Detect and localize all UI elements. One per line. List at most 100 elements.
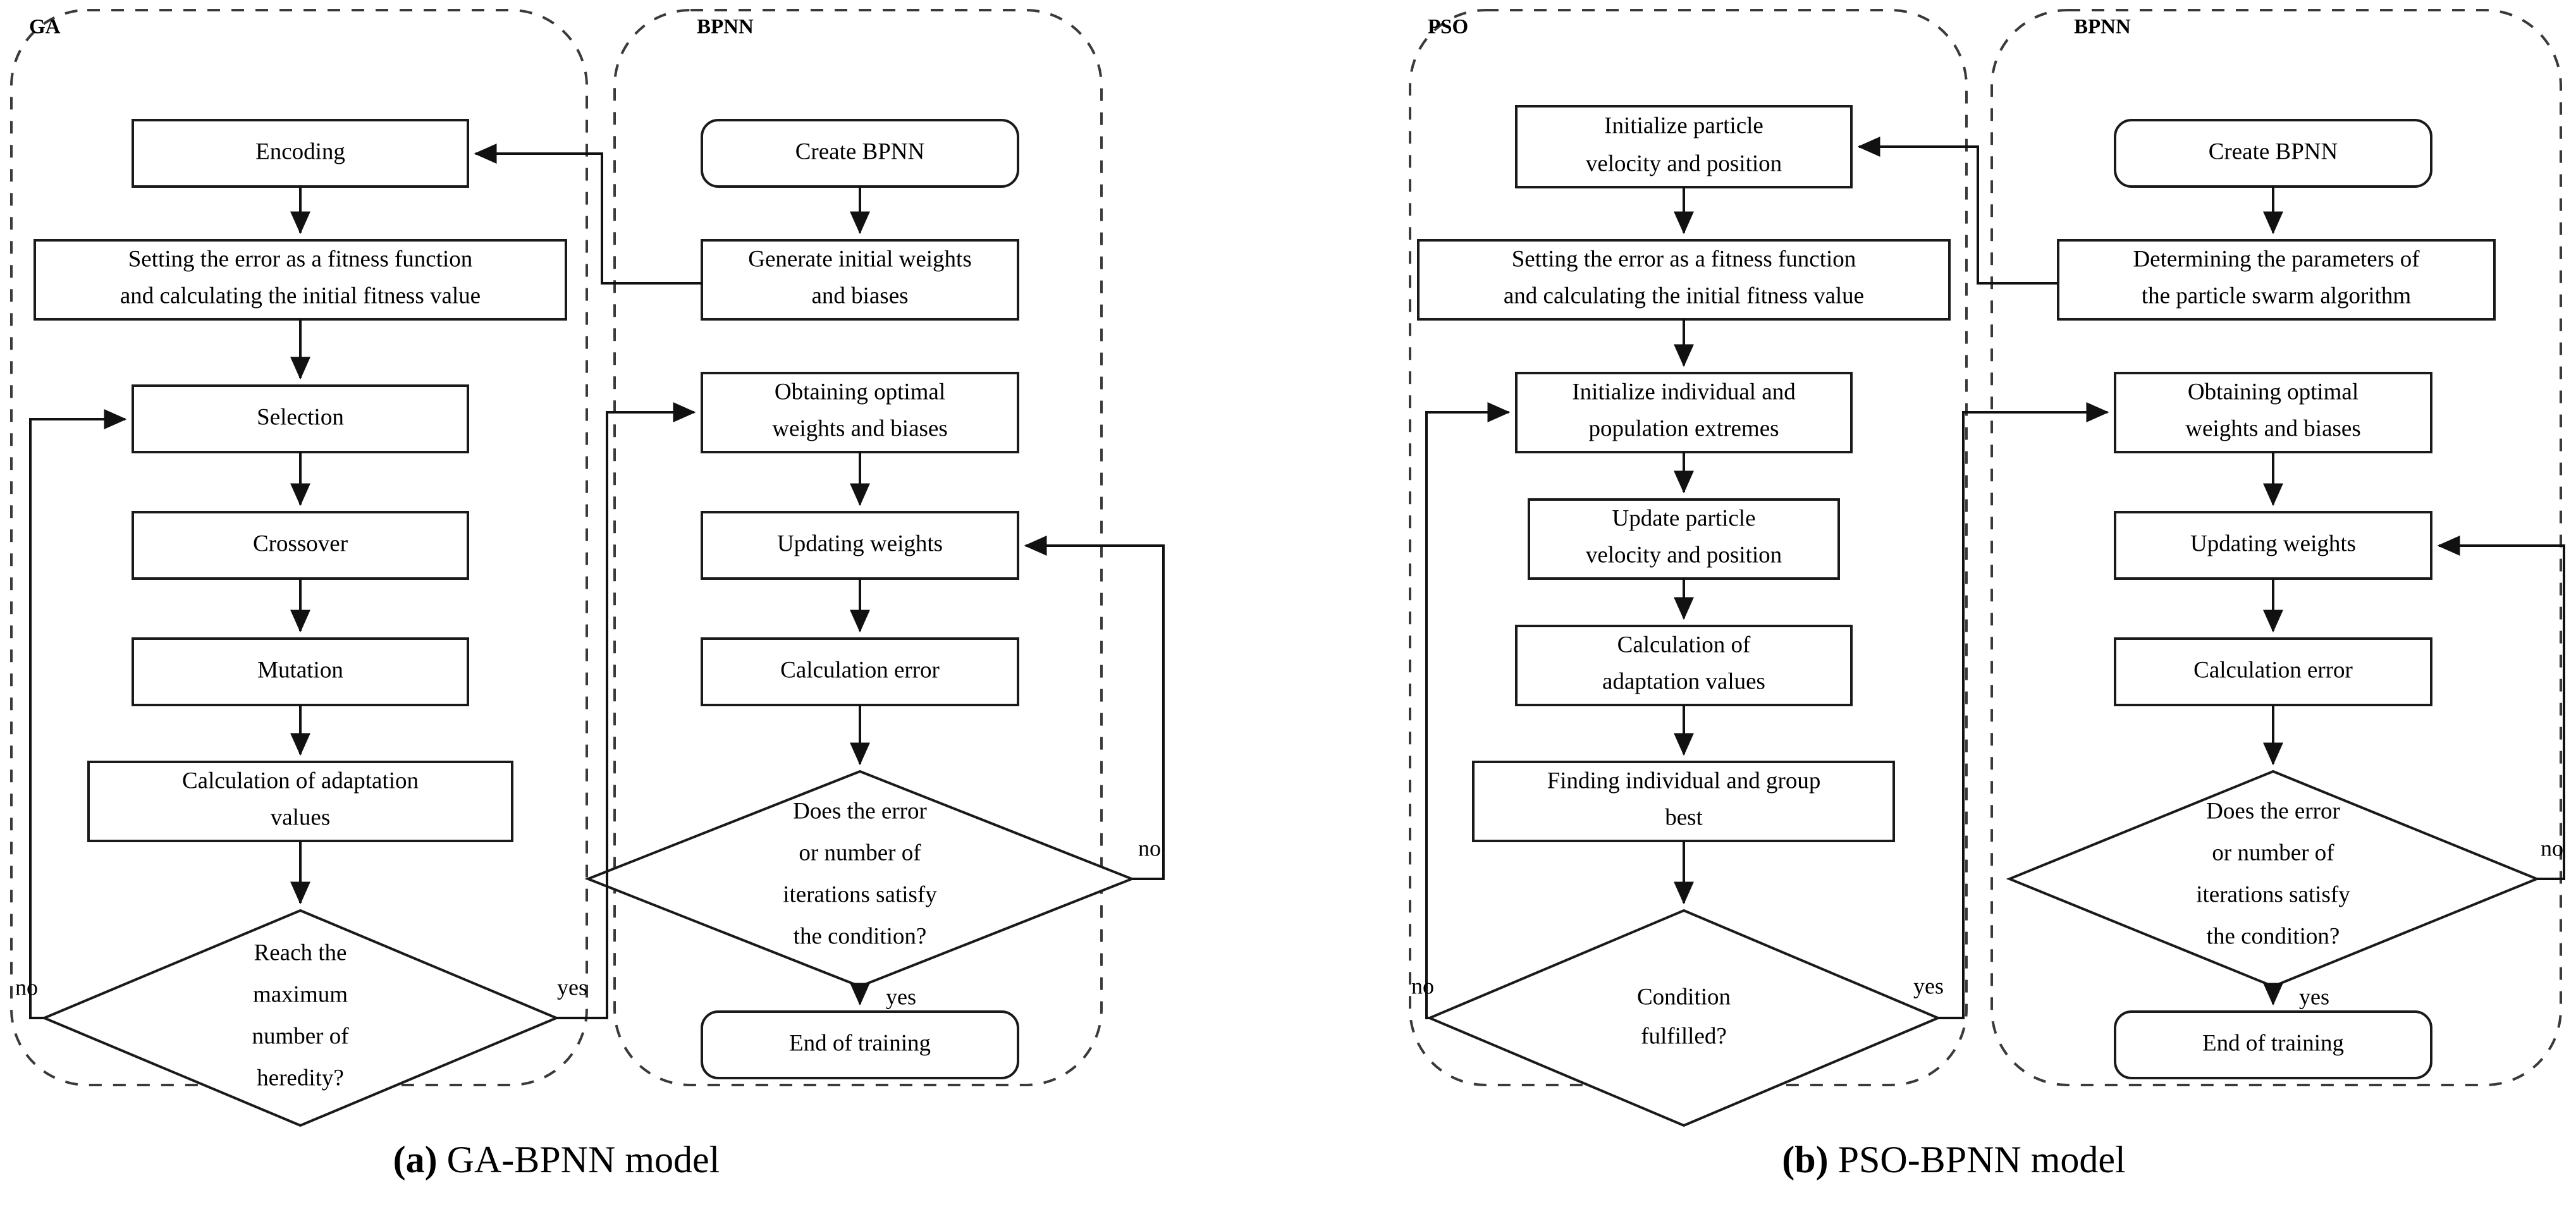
node-a-obtain-optimal[interactable] bbox=[701, 372, 1019, 453]
node-b-condition[interactable] bbox=[1426, 909, 1942, 1127]
node-a-fitness-line1: Setting the error as a fitness function bbox=[128, 246, 473, 272]
node-b-init-individual-line2: population extremes bbox=[1588, 415, 1779, 441]
node-a-fitness[interactable] bbox=[34, 239, 567, 321]
node-b-calc-adaptation[interactable] bbox=[1515, 625, 1853, 706]
node-b-end-of-training-label: End of training bbox=[2202, 1030, 2344, 1056]
node-a-does-error-line1: Does the error bbox=[793, 798, 927, 824]
node-b-updating-weights[interactable] bbox=[2114, 511, 2432, 580]
node-b-end-of-training[interactable] bbox=[2114, 1010, 2432, 1079]
node-b-updating-weights-label: Updating weights bbox=[2190, 530, 2356, 556]
edge-a-doeserr-no-loop bbox=[1024, 536, 1165, 880]
node-b-init-particle[interactable] bbox=[1515, 105, 1853, 188]
node-b-determining-params-line1: Determining the parameters of bbox=[2133, 246, 2420, 272]
node-b-calculation-error[interactable] bbox=[2114, 637, 2432, 706]
node-a-mutation-label: Mutation bbox=[257, 657, 343, 683]
caption-b-text: PSO-BPNN model bbox=[1828, 1139, 2126, 1180]
node-a-generate-initial-line2: and biases bbox=[811, 283, 908, 309]
group-pso-label: PSO bbox=[1428, 16, 1468, 39]
node-b-condition-line1: Condition bbox=[1637, 984, 1731, 1010]
caption-a: (a) GA-BPNN model bbox=[272, 1138, 841, 1182]
node-a-selection-label: Selection bbox=[257, 404, 344, 430]
node-a-reach-max[interactable] bbox=[40, 909, 560, 1127]
node-b-init-particle-line1: Initialize particle bbox=[1604, 113, 1763, 138]
node-a-reach-max-line3: number of bbox=[252, 1023, 349, 1049]
node-a-does-error-line4: the condition? bbox=[794, 923, 927, 949]
node-a-fitness-line2: and calculating the initial fitness valu… bbox=[120, 283, 481, 309]
edge-a-reachmax-no-loop bbox=[29, 409, 127, 1019]
node-b-fitness-line1: Setting the error as a fitness function bbox=[1512, 246, 1856, 272]
node-b-determining-params[interactable] bbox=[2057, 239, 2496, 321]
group-pso-border bbox=[1409, 9, 1968, 1086]
edge-label-a-ga-yes: yes bbox=[557, 974, 587, 1000]
node-b-determining-params-line2: the particle swarm algorithm bbox=[2142, 283, 2412, 309]
node-b-does-error-line1: Does the error bbox=[2206, 798, 2340, 824]
group-bpnn-a-border bbox=[613, 9, 1103, 1086]
edge-label-b-pso-no: no bbox=[1411, 973, 1434, 998]
node-a-calc-adaptation-line2: values bbox=[271, 804, 331, 830]
node-a-end-of-training-label: End of training bbox=[789, 1030, 931, 1056]
node-b-update-particle-line2: velocity and position bbox=[1586, 542, 1782, 568]
caption-a-text: GA-BPNN model bbox=[437, 1139, 720, 1180]
edge-label-b-pso-yes: yes bbox=[1913, 973, 1944, 998]
node-b-finding-best[interactable] bbox=[1472, 761, 1895, 842]
node-a-create-bpnn-label: Create BPNN bbox=[795, 138, 925, 164]
node-a-calc-adaptation[interactable] bbox=[87, 761, 513, 842]
node-b-finding-best-line1: Finding individual and group bbox=[1547, 768, 1821, 794]
node-a-end-of-training[interactable] bbox=[701, 1010, 1019, 1079]
node-b-condition-line2: fulfilled? bbox=[1641, 1023, 1727, 1049]
node-a-calculation-error-label: Calculation error bbox=[780, 657, 940, 683]
node-a-generate-initial-line1: Generate initial weights bbox=[748, 246, 971, 272]
node-b-does-error-line4: the condition? bbox=[2207, 923, 2340, 949]
edge-label-a-ga-no: no bbox=[15, 974, 38, 1000]
node-b-create-bpnn-label: Create BPNN bbox=[2209, 138, 2338, 164]
node-a-obtain-optimal-line1: Obtaining optimal bbox=[775, 379, 945, 405]
node-b-update-particle-line1: Update particle bbox=[1612, 505, 1755, 531]
edge-b-cond-yes-to-obtain bbox=[1938, 402, 2109, 1019]
caption-b: (b) PSO-BPNN model bbox=[1669, 1138, 2238, 1182]
edge-b-detparams-to-initpart bbox=[1857, 137, 2058, 285]
group-bpnn-b-border bbox=[1990, 9, 2562, 1086]
node-b-fitness[interactable] bbox=[1417, 239, 1951, 321]
node-a-calc-adaptation-line1: Calculation of adaptation bbox=[182, 768, 419, 794]
node-b-calc-adaptation-line2: adaptation values bbox=[1602, 668, 1765, 694]
group-ga-label: GA bbox=[29, 16, 61, 39]
node-a-reach-max-line2: maximum bbox=[253, 981, 348, 1007]
edge-a-geninit-to-encoding bbox=[474, 144, 702, 285]
node-b-init-particle-line2: velocity and position bbox=[1586, 150, 1782, 176]
node-b-does-error-line3: iterations satisfy bbox=[2196, 881, 2350, 907]
group-bpnn-b-label: BPNN bbox=[2074, 16, 2131, 39]
node-b-fitness-line2: and calculating the initial fitness valu… bbox=[1504, 283, 1864, 309]
edge-label-b-bpnn-no: no bbox=[2541, 835, 2563, 861]
edge-label-a-bpnn-no: no bbox=[1138, 835, 1161, 861]
edge-b-cond-no-loop bbox=[1425, 402, 1511, 1019]
node-a-does-error-line3: iterations satisfy bbox=[783, 881, 937, 907]
node-b-obtain-optimal[interactable] bbox=[2114, 372, 2432, 453]
node-a-calculation-error[interactable] bbox=[701, 637, 1019, 706]
node-a-encoding-label: Encoding bbox=[255, 138, 345, 164]
node-a-does-error-line2: or number of bbox=[799, 840, 921, 866]
node-a-crossover-label: Crossover bbox=[253, 530, 348, 556]
node-b-init-individual[interactable] bbox=[1515, 372, 1853, 453]
group-bpnn-a-label: BPNN bbox=[697, 16, 754, 39]
caption-b-marker: (b) bbox=[1782, 1139, 1829, 1180]
node-a-updating-weights[interactable] bbox=[701, 511, 1019, 580]
edge-label-a-bpnn-yes: yes bbox=[886, 984, 916, 1009]
edge-label-b-bpnn-yes: yes bbox=[2299, 984, 2329, 1009]
node-a-generate-initial[interactable] bbox=[701, 239, 1019, 321]
edge-b-doeserr-no-loop bbox=[2437, 536, 2565, 880]
node-b-update-particle[interactable] bbox=[1528, 498, 1840, 580]
node-b-does-error-line2: or number of bbox=[2212, 840, 2334, 866]
edge-a-reachmax-yes-to-obtain bbox=[556, 402, 696, 1019]
node-a-reach-max-line1: Reach the bbox=[254, 940, 347, 966]
node-b-calc-adaptation-line1: Calculation of bbox=[1617, 632, 1751, 658]
node-b-finding-best-line2: best bbox=[1665, 804, 1703, 830]
node-a-reach-max-line4: heredity? bbox=[257, 1065, 344, 1091]
node-b-obtain-optimal-line2: weights and biases bbox=[2185, 415, 2360, 441]
node-a-obtain-optimal-line2: weights and biases bbox=[772, 415, 947, 441]
caption-a-marker: (a) bbox=[393, 1139, 438, 1180]
node-b-obtain-optimal-line1: Obtaining optimal bbox=[2188, 379, 2358, 405]
node-a-mutation[interactable] bbox=[132, 637, 469, 706]
node-a-updating-weights-label: Updating weights bbox=[777, 530, 943, 556]
